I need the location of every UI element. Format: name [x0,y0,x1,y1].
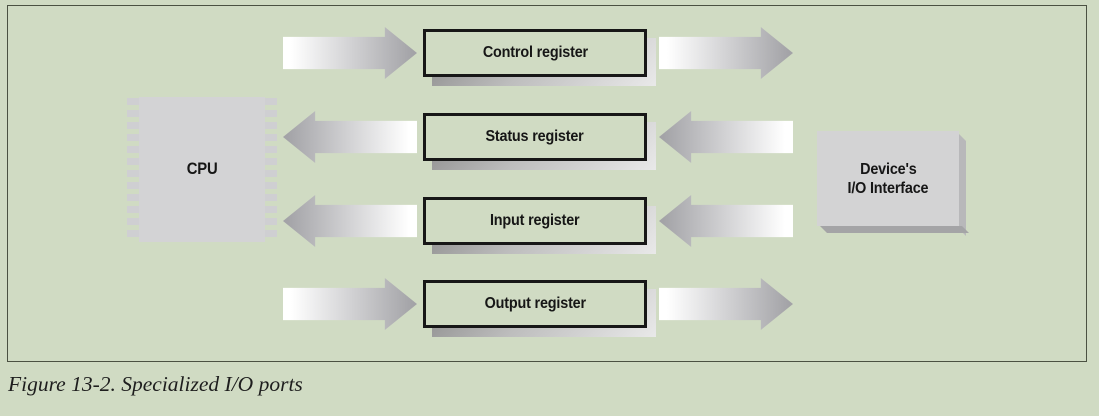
input-to-cpu-arrow-icon [283,195,417,247]
control-to-device-arrow-icon [659,27,793,79]
register-box-status: Status register [423,113,656,170]
figure-caption: Figure 13-2. Specialized I/O ports [8,372,303,396]
register-label-control: Control register [482,44,588,61]
register-box-control: Control register [423,29,656,86]
cpu-pins-left-icon [127,98,140,241]
status-to-cpu-arrow-icon [283,111,417,163]
device-to-status-arrow-icon [659,111,793,163]
figure-frame: CPU Control register Status register Inp… [7,5,1087,362]
cpu-pins-right-icon [264,98,277,241]
register-box-output: Output register [423,280,656,337]
device-to-input-arrow-icon [659,195,793,247]
device-io-interface-box: Device's I/O Interface [817,131,959,226]
register-label-status: Status register [485,128,585,145]
register-label-output: Output register [484,295,586,312]
cpu-label: CPU [186,160,218,178]
cpu-to-output-arrow-icon [283,278,417,330]
cpu-to-control-arrow-icon [283,27,417,79]
device-label-line1: Device's [859,160,917,178]
output-to-device-arrow-icon [659,278,793,330]
register-box-input: Input register [423,197,656,254]
cpu-chip: CPU [127,97,277,242]
device-label-line2: I/O Interface [847,179,929,197]
register-label-input: Input register [490,212,580,229]
cpu-chip-body: CPU [139,97,265,242]
